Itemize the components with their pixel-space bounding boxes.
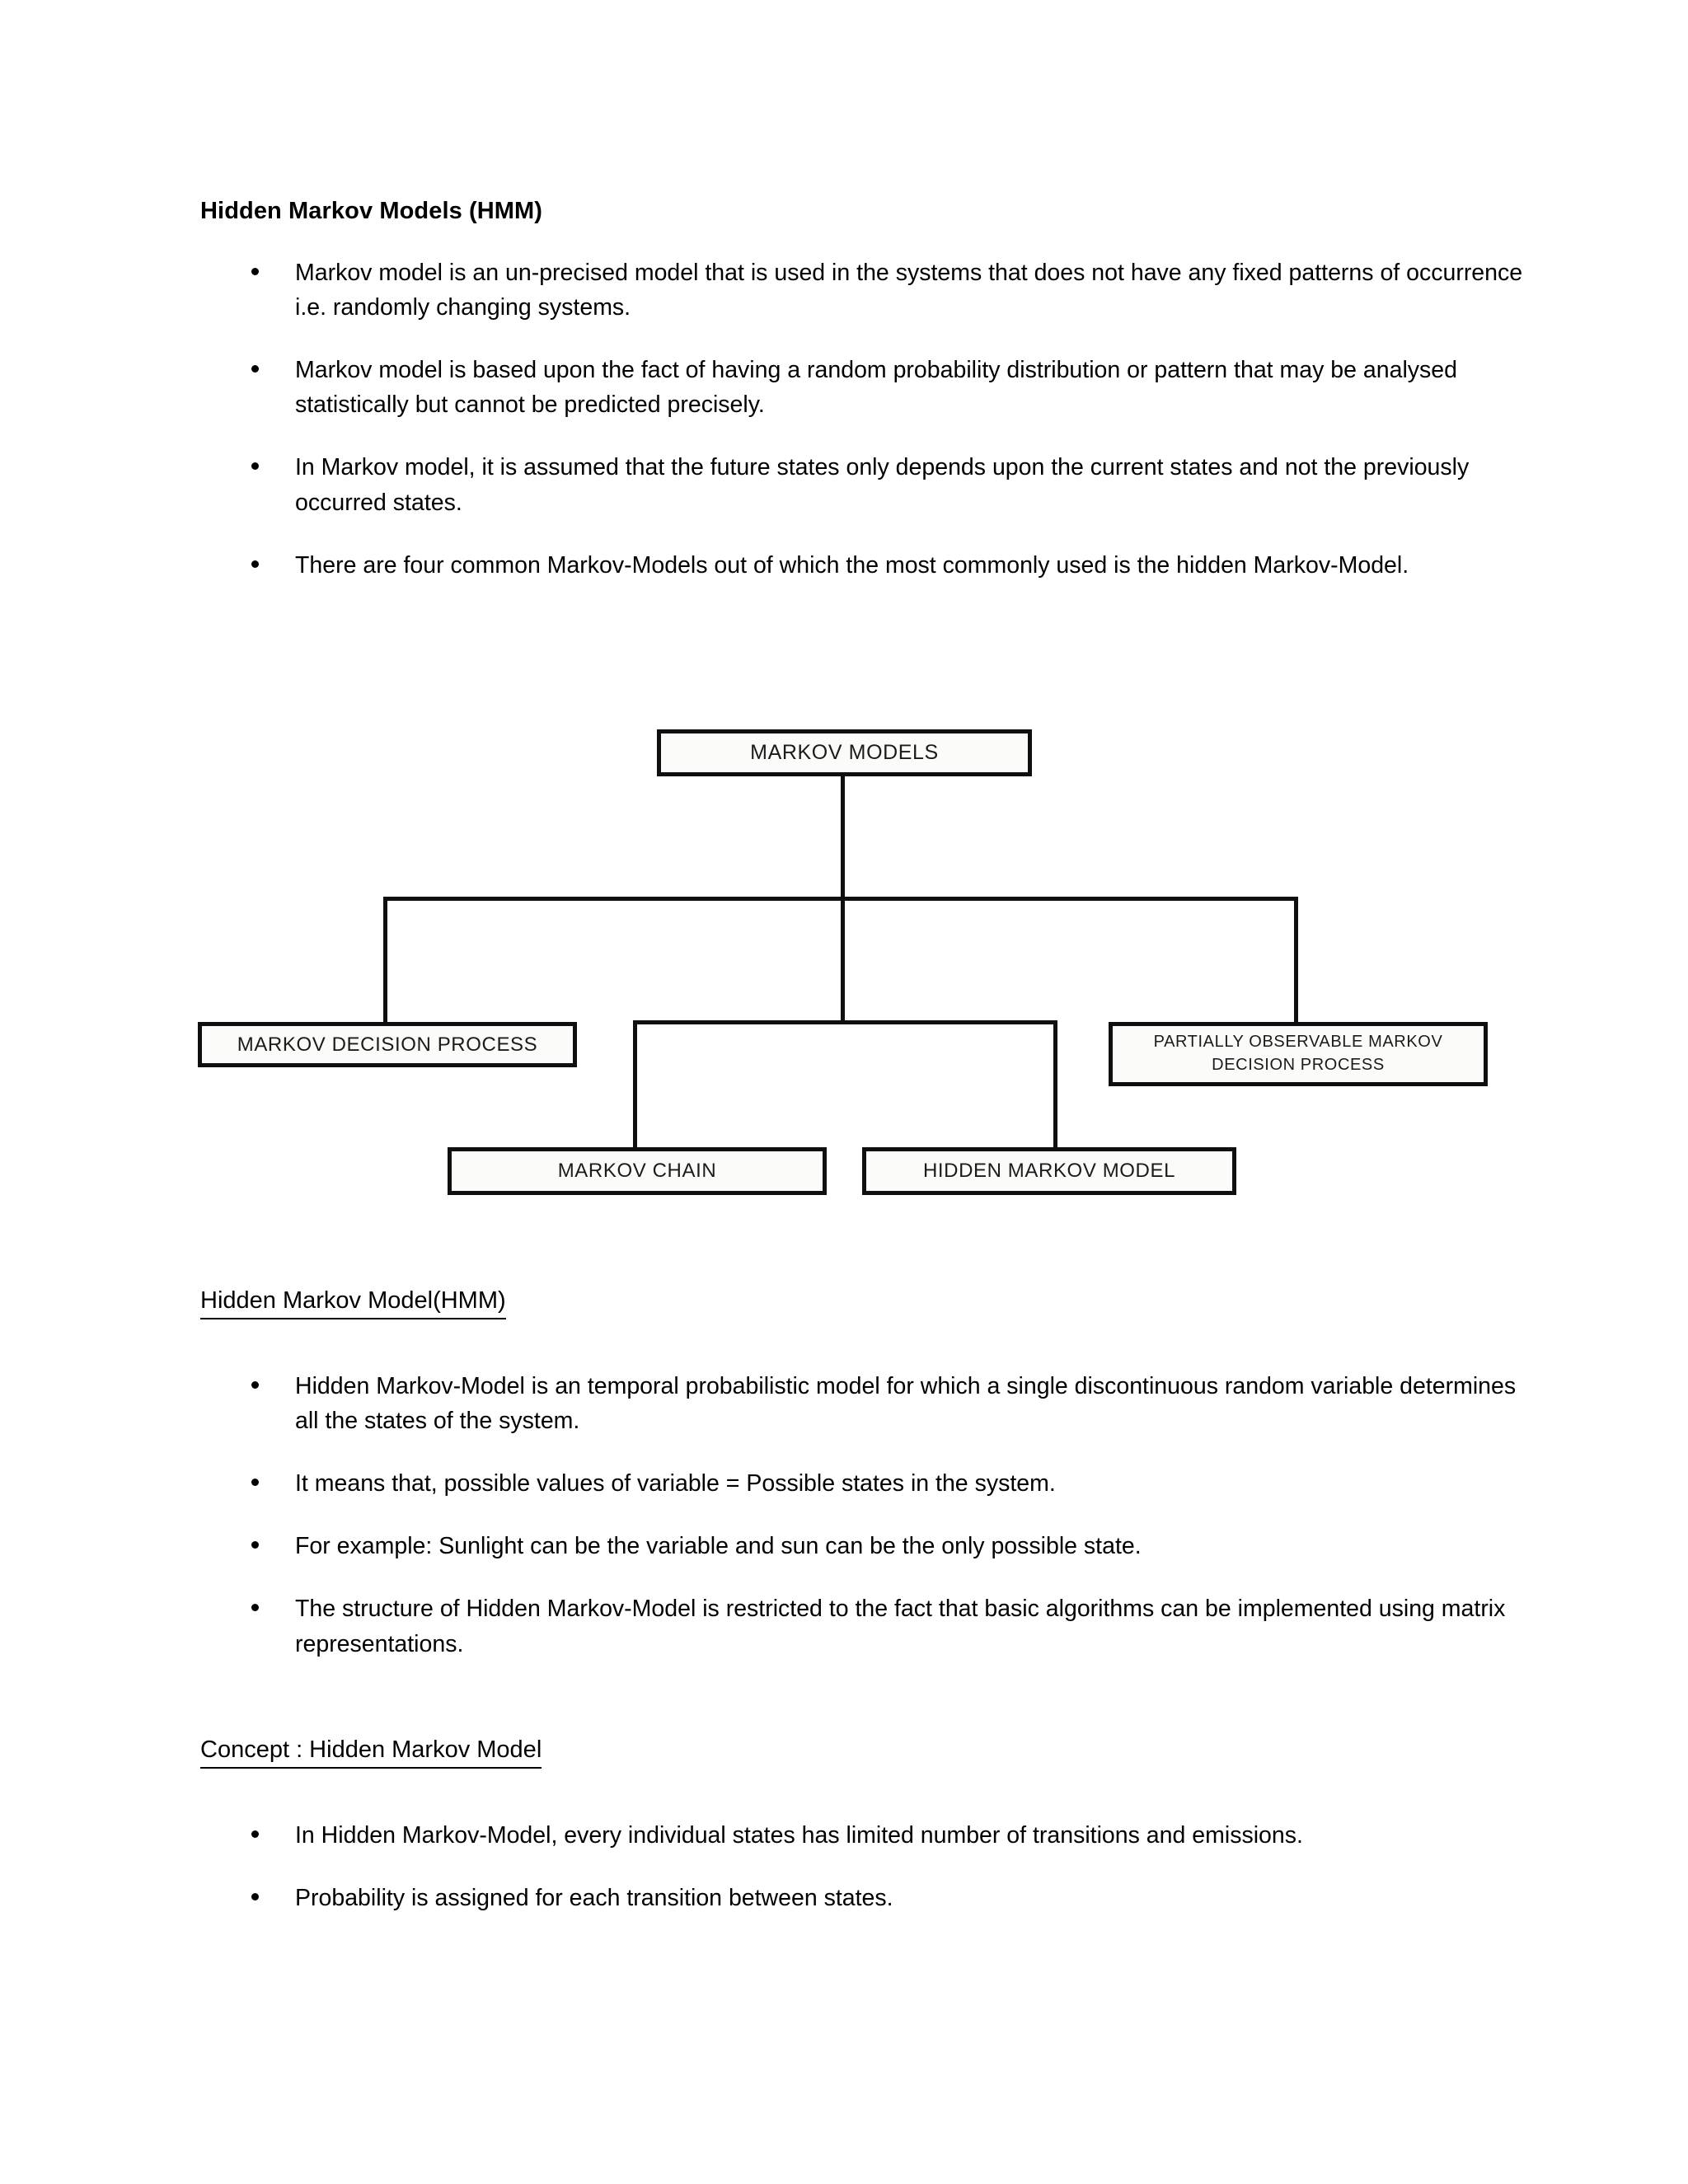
document-content: Hidden Markov Models (HMM) Markov model … (200, 196, 1527, 583)
bullet-text: Markov model is an un-precised model tha… (295, 259, 1523, 321)
heading-wrap: Hidden Markov Model(HMM) (200, 1286, 1527, 1344)
diagram-node-hidden-markov-model: HIDDEN MARKOV MODEL (862, 1147, 1236, 1195)
bullet-point-icon (251, 1380, 259, 1389)
list-item: The structure of Hidden Markov-Model is … (200, 1591, 1527, 1661)
connector-to-hidden-markov-model (1053, 1020, 1057, 1149)
list-item: There are four common Markov-Models out … (200, 548, 1527, 583)
bullet-text: In Markov model, it is assumed that the … (295, 454, 1470, 516)
list-item: Markov model is based upon the fact of h… (200, 353, 1527, 422)
heading-wrap: Concept : Hidden Markov Model (200, 1735, 1527, 1793)
list-item: It means that, possible values of variab… (200, 1466, 1527, 1501)
bullet-point-icon (251, 462, 259, 471)
bullet-text: The structure of Hidden Markov-Model is … (295, 1596, 1506, 1657)
intro-bullet-list: Markov model is an un-precised model tha… (200, 255, 1527, 583)
bullet-point-icon (251, 1830, 259, 1838)
hmm-concept-section: Concept : Hidden Markov Model In Hidden … (200, 1735, 1527, 1915)
page-title: Hidden Markov Models (HMM) (200, 198, 543, 224)
connector-root-trunk (841, 776, 845, 898)
bullet-point-icon (251, 1541, 259, 1549)
bullet-text: It means that, possible values of variab… (295, 1470, 1056, 1497)
list-item: For example: Sunlight can be the variabl… (200, 1529, 1527, 1563)
bullet-point-icon (251, 1604, 259, 1612)
list-item: Probability is assigned for each transit… (200, 1881, 1527, 1915)
bullet-text: Markov model is based upon the fact of h… (295, 357, 1457, 419)
list-item: Markov model is an un-precised model tha… (200, 255, 1527, 325)
list-item: In Markov model, it is assumed that the … (200, 450, 1527, 519)
pomdp-label-line-1: PARTIALLY OBSERVABLE MARKOV (1153, 1033, 1443, 1052)
bullet-point-icon (251, 1892, 259, 1900)
bullet-point-icon (251, 267, 259, 275)
connector-to-markov-decision-process (383, 897, 387, 1024)
bullet-text: In Hidden Markov-Model, every individual… (295, 1821, 1303, 1849)
pomdp-label-line-2: DECISION PROCESS (1212, 1056, 1385, 1074)
section-heading-concept-hidden-markov-model: Concept : Hidden Markov Model (200, 1735, 542, 1769)
section-heading-hidden-markov-model: Hidden Markov Model(HMM) (200, 1286, 506, 1319)
bullet-text: Hidden Markov-Model is an temporal proba… (295, 1372, 1517, 1434)
bullet-point-icon (251, 364, 259, 373)
hmm-concept-bullet-list: In Hidden Markov-Model, every individual… (200, 1818, 1527, 1915)
bullet-text: For example: Sunlight can be the variabl… (295, 1533, 1142, 1560)
list-item: Hidden Markov-Model is an temporal proba… (200, 1369, 1527, 1438)
bullet-point-icon (251, 560, 259, 568)
diagram-node-markov-chain: MARKOV CHAIN (448, 1147, 827, 1195)
connector-to-markov-chain (633, 1020, 637, 1149)
markov-models-tree-diagram: MARKOV MODELS MARKOV DECISION PROCESS PA… (190, 705, 1508, 1216)
bullet-point-icon (251, 1478, 259, 1486)
connector-to-partially-observable (1294, 897, 1298, 1024)
bullet-text: Probability is assigned for each transit… (295, 1884, 893, 1911)
list-item: In Hidden Markov-Model, every individual… (200, 1818, 1527, 1853)
bullet-text: There are four common Markov-Models out … (295, 551, 1409, 579)
diagram-node-markov-models: MARKOV MODELS (657, 729, 1032, 776)
connector-center-drop (841, 897, 845, 1022)
hmm-definition-bullet-list: Hidden Markov-Model is an temporal proba… (200, 1369, 1527, 1661)
diagram-node-markov-decision-process: MARKOV DECISION PROCESS (198, 1022, 577, 1067)
diagram-node-partially-observable-markov-decision-process: PARTIALLY OBSERVABLE MARKOV DECISION PRO… (1109, 1022, 1488, 1086)
connector-sub-bar (633, 1020, 1057, 1024)
hmm-definition-section: Hidden Markov Model(HMM) Hidden Markov-M… (200, 1286, 1527, 1661)
